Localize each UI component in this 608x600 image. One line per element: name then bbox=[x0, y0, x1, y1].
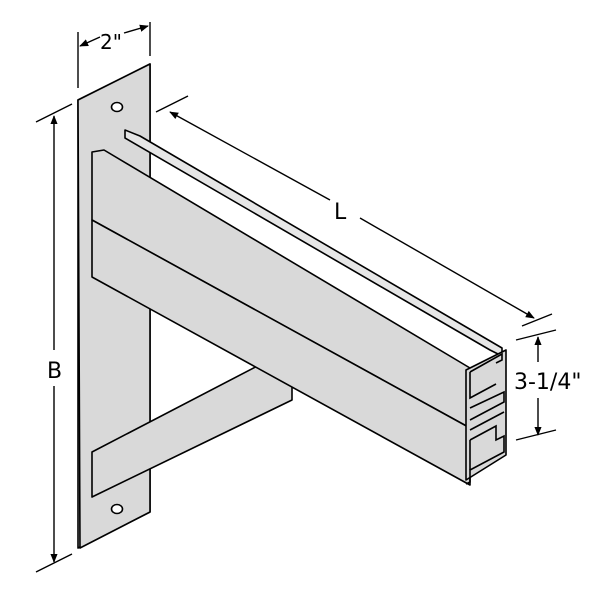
channel-height-label: 3-1/4" bbox=[514, 370, 581, 395]
length-label: L bbox=[334, 200, 347, 225]
channel-profile bbox=[465, 352, 505, 485]
channel-height-dimension bbox=[515, 329, 557, 441]
bottom-bolt-hole bbox=[110, 503, 124, 515]
length-dimension bbox=[155, 95, 553, 327]
diagonal-brace bbox=[91, 347, 293, 498]
top-bolt-hole bbox=[110, 101, 124, 113]
width-label: 2" bbox=[100, 30, 122, 54]
width-dimension bbox=[77, 22, 151, 88]
height-dimension bbox=[35, 103, 73, 573]
lower-channel bbox=[91, 219, 471, 486]
height-label: B bbox=[47, 359, 62, 384]
channel-end-face bbox=[465, 349, 507, 481]
